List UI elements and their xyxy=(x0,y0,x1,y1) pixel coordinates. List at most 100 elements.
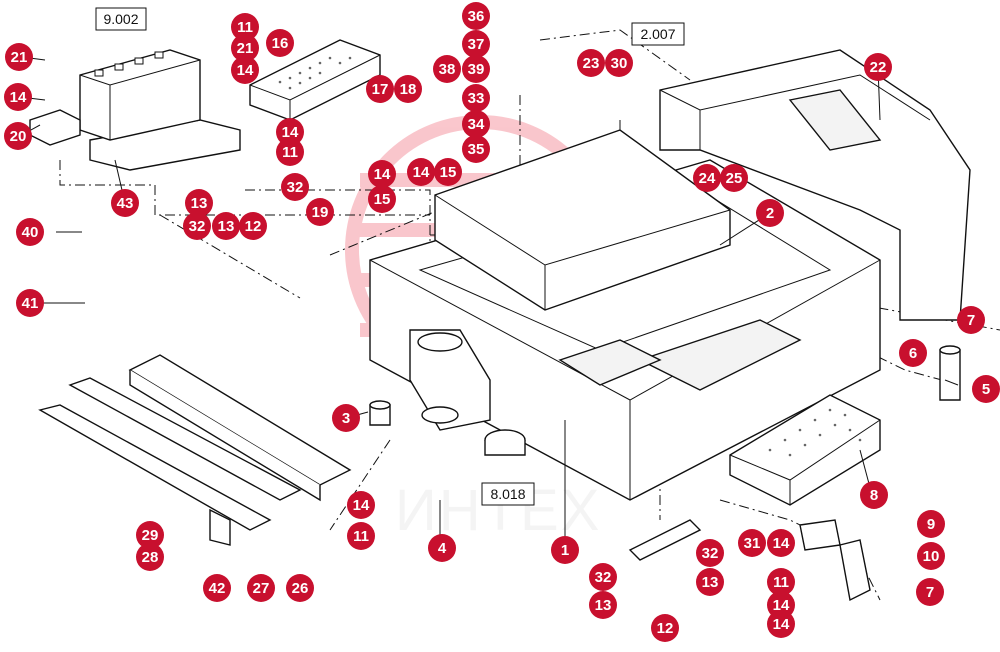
callout-bubble xyxy=(239,212,267,240)
callout-43: 43 xyxy=(111,189,139,217)
callout-24: 24 xyxy=(693,164,721,192)
callout-34: 34 xyxy=(462,110,490,138)
callout-label: 9 xyxy=(927,516,935,533)
callout-label: 24 xyxy=(699,170,716,187)
callout-label: 5 xyxy=(982,381,990,398)
callout-11: 11 xyxy=(276,138,304,166)
callout-14: 14 xyxy=(368,160,396,188)
callout-label: 11 xyxy=(282,144,298,161)
reference-box-8018-text: 8.018 xyxy=(490,486,525,502)
callout-31: 31 xyxy=(738,529,766,557)
hinge-brackets xyxy=(799,519,871,602)
callout-label: 21 xyxy=(11,49,28,66)
callout-12: 12 xyxy=(239,212,267,240)
callout-label: 37 xyxy=(468,36,485,53)
callout-14: 14 xyxy=(407,158,435,186)
callout-label: 20 xyxy=(10,128,27,145)
callout-label: 6 xyxy=(909,345,917,362)
callout-label: 28 xyxy=(142,549,159,566)
callout-label: 39 xyxy=(468,61,485,78)
callout-label: 11 xyxy=(237,19,253,36)
callout-bubble xyxy=(16,289,44,317)
callout-17: 17 xyxy=(366,75,394,103)
callout-bubble xyxy=(212,212,240,240)
callout-1: 1 xyxy=(551,536,579,564)
callout-bubble xyxy=(247,574,275,602)
callout-label: 27 xyxy=(253,580,270,597)
callout-bubble xyxy=(917,542,945,570)
callout-32: 32 xyxy=(183,212,211,240)
callout-bubble xyxy=(16,218,44,246)
callout-label: 14 xyxy=(237,62,254,79)
callout-label: 18 xyxy=(400,81,417,98)
callout-14: 14 xyxy=(4,83,32,111)
callout-38: 38 xyxy=(433,55,461,83)
callout-label: 25 xyxy=(726,170,743,187)
counterweight xyxy=(659,49,971,321)
callout-bubble xyxy=(589,591,617,619)
callout-21: 21 xyxy=(5,43,33,71)
callout-label: 14 xyxy=(353,497,370,514)
callout-label: 11 xyxy=(773,574,789,591)
callout-bubble xyxy=(696,568,724,596)
callout-bubble xyxy=(899,339,927,367)
callout-22: 22 xyxy=(864,53,892,81)
callout-bubble xyxy=(136,543,164,571)
callout-bubble xyxy=(462,135,490,163)
callout-label: 21 xyxy=(237,40,254,57)
callout-bubble xyxy=(4,83,32,111)
callout-bubble xyxy=(767,610,795,638)
callout-7: 7 xyxy=(916,578,944,606)
callout-bubble xyxy=(136,521,164,549)
callout-label: 14 xyxy=(773,597,790,614)
callout-bubble xyxy=(756,199,784,227)
callout-bubble xyxy=(306,198,334,226)
callout-bubble xyxy=(651,614,679,642)
callout-8: 8 xyxy=(860,481,888,509)
callout-bubble xyxy=(957,306,985,334)
reference-box-2007-text: 2.007 xyxy=(640,26,675,42)
callout-28: 28 xyxy=(136,543,164,571)
callout-bubble xyxy=(577,49,605,77)
callout-41: 41 xyxy=(16,289,44,317)
callout-15: 15 xyxy=(434,158,462,186)
callout-bubble xyxy=(917,510,945,538)
callout-label: 12 xyxy=(245,218,262,235)
callout-label: 26 xyxy=(292,580,309,597)
callout-13: 13 xyxy=(212,212,240,240)
mounting-plate-upper xyxy=(434,129,731,311)
callout-label: 10 xyxy=(923,548,940,565)
callout-bubble xyxy=(462,2,490,30)
callout-3: 3 xyxy=(332,404,360,432)
callout-label: 16 xyxy=(272,35,289,52)
step-plate-right xyxy=(729,394,881,506)
callout-26: 26 xyxy=(286,574,314,602)
callout-14: 14 xyxy=(276,118,304,146)
callout-label: 4 xyxy=(438,540,447,557)
callout-label: 2 xyxy=(766,205,774,222)
callout-bubble xyxy=(696,539,724,567)
callout-label: 43 xyxy=(117,195,134,212)
callout-25: 25 xyxy=(720,164,748,192)
callout-12: 12 xyxy=(651,614,679,642)
callout-bubble xyxy=(860,481,888,509)
reference-box-9002-text: 9.002 xyxy=(103,11,138,27)
callout-35: 35 xyxy=(462,135,490,163)
reference-box-9002: 9.002 xyxy=(95,7,147,31)
callout-bubble xyxy=(693,164,721,192)
callout-bubble xyxy=(203,574,231,602)
callout-label: 7 xyxy=(926,584,934,601)
callout-14: 14 xyxy=(347,491,375,519)
callout-bubble xyxy=(864,53,892,81)
callout-bubble xyxy=(605,49,633,77)
callout-bubble xyxy=(394,75,422,103)
callout-bubble xyxy=(767,529,795,557)
callout-label: 13 xyxy=(191,195,208,212)
callout-37: 37 xyxy=(462,30,490,58)
callout-11: 11 xyxy=(347,522,375,550)
callout-label: 22 xyxy=(870,59,887,76)
callout-bubble xyxy=(738,529,766,557)
callout-bubble xyxy=(972,375,1000,403)
